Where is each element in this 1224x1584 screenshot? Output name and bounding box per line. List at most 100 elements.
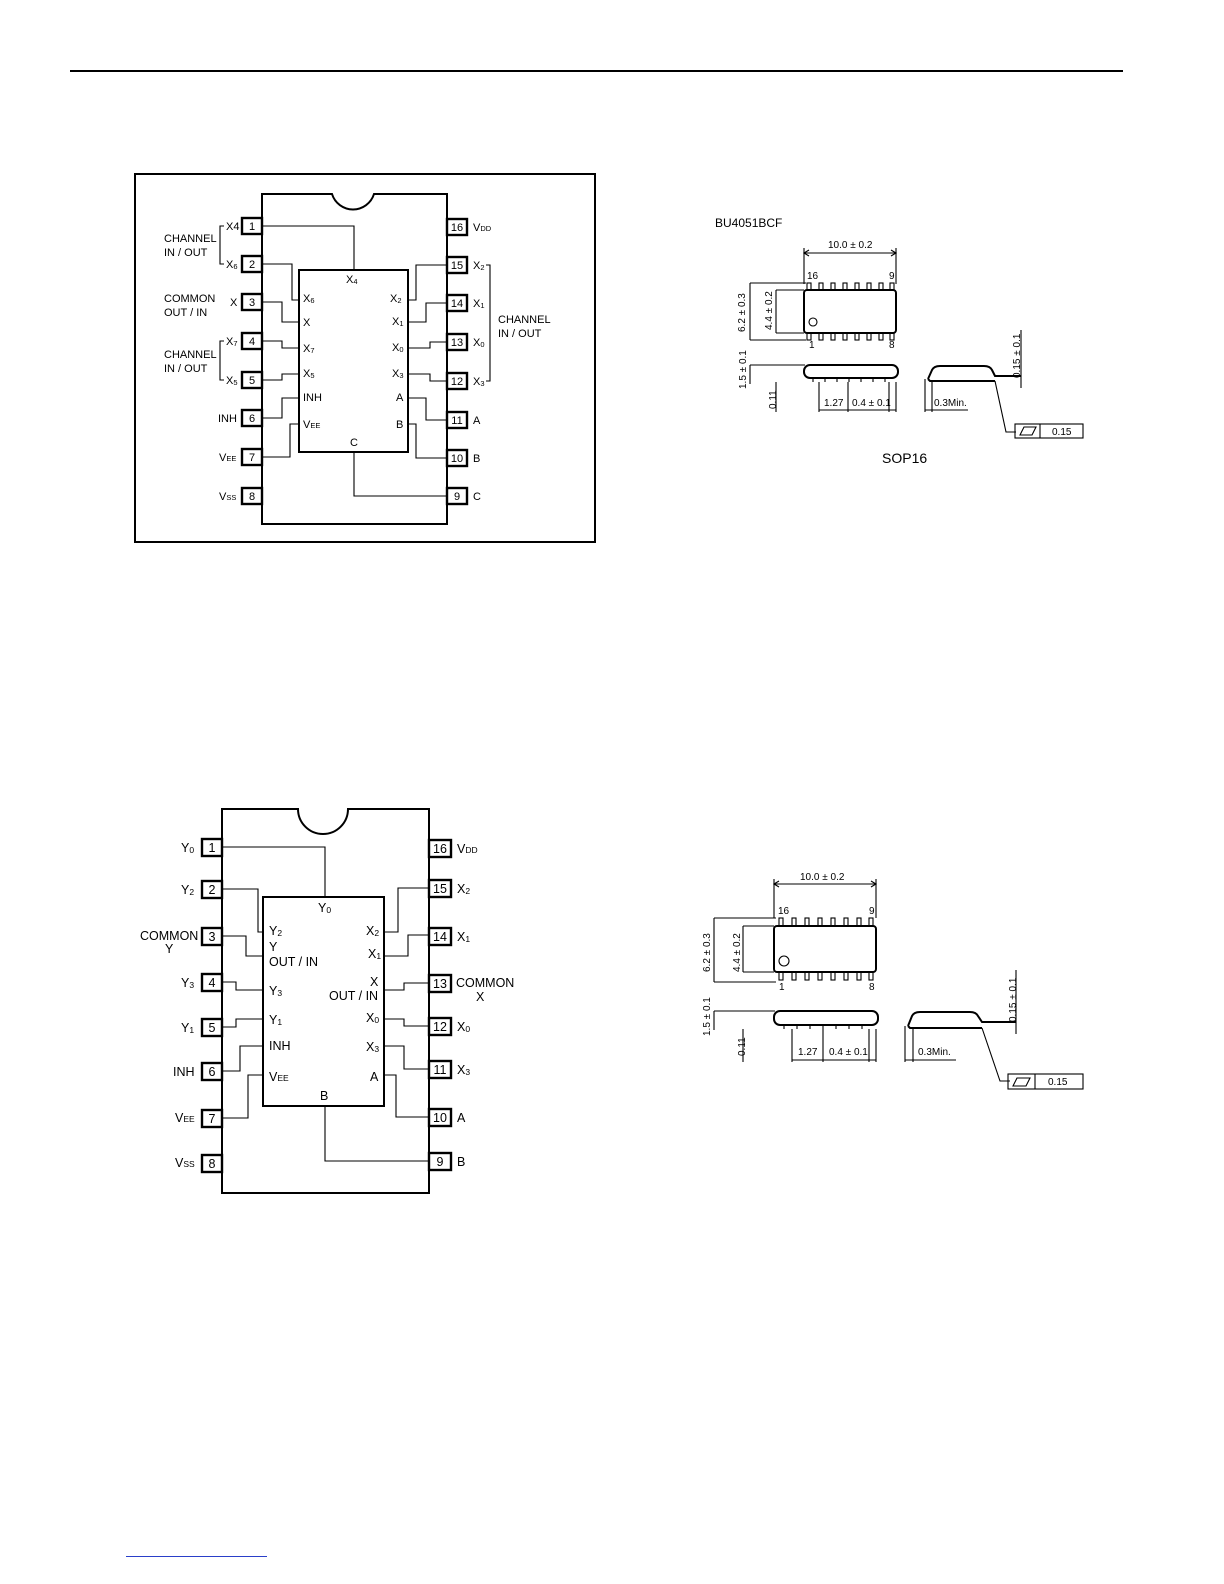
pin-number: 16 [451, 222, 463, 234]
inner-label: A [370, 1070, 379, 1084]
pin-4 [240, 331, 264, 351]
group-label: IN / OUT [498, 328, 542, 340]
side-leads [783, 1025, 863, 1029]
pin-7 [200, 1108, 224, 1129]
pin-number: 9 [454, 491, 460, 503]
group-label: Y [165, 942, 174, 956]
pin-label: X0 [457, 1020, 470, 1034]
pin-6 [240, 408, 264, 428]
inner-label: Y2 [269, 924, 282, 938]
pin-number: 5 [249, 375, 255, 387]
package-end-view [927, 365, 1021, 382]
pin-number: 4 [209, 976, 216, 990]
package-end-view [907, 1011, 1016, 1029]
dim-width-body: 4.4 ± 0.2 [732, 933, 743, 972]
pin-label: VDD [457, 842, 478, 856]
package-drawing-sop16: BU4051BCF 10.0 ± 0.2 16 9 1 8 [715, 216, 1084, 466]
inner-label: X3 [366, 1040, 379, 1054]
pin-label: X0 [473, 337, 485, 349]
part-number: BU4051BCF [715, 216, 782, 230]
dim-standoff: 0.11 [768, 390, 779, 409]
inner-label: VEE [269, 1070, 289, 1084]
pin-label: INH [173, 1065, 195, 1079]
pin-3 [200, 926, 224, 947]
dim-pitch: 1.27 [824, 398, 844, 409]
pin-8 [200, 1153, 224, 1174]
inner-label: Y0 [318, 901, 331, 915]
pin-number: 1 [249, 221, 255, 233]
pin-label: C [473, 491, 481, 503]
pin-label: X7 [226, 336, 238, 348]
group-label: IN / OUT [164, 247, 208, 259]
pin-label: A [473, 415, 481, 427]
outer-labels-right: VDD X2 X1 COMMON X X0 X3 A B [456, 842, 514, 1169]
pin-number: 12 [451, 376, 463, 388]
pin-number: 11 [451, 415, 462, 427]
pin-label: X1 [457, 930, 470, 944]
pin-label: Y2 [181, 883, 194, 897]
inner-label: X [303, 317, 311, 329]
pin-mark: 16 [778, 906, 790, 917]
flatness-box [1014, 423, 1084, 439]
pin-7 [240, 447, 264, 467]
pin-label: VEE [175, 1111, 195, 1125]
pin-label: X1 [473, 298, 485, 310]
footer-link-underline [126, 1556, 267, 1557]
pin-number: 2 [209, 883, 216, 897]
pin-number: 8 [209, 1157, 216, 1171]
pin-number: 3 [249, 297, 255, 309]
pin-10 [427, 1107, 453, 1128]
dim-lead-thickness: 0.15 ± 0.1 [1008, 977, 1019, 1022]
inner-label: INH [269, 1039, 291, 1053]
dim-height: 1.5 ± 0.1 [702, 997, 713, 1036]
pin-number: 6 [249, 413, 255, 425]
pin-4 [200, 972, 224, 993]
pin-number: 7 [249, 452, 255, 464]
pin-15 [445, 255, 469, 275]
pin-mark: 1 [809, 340, 815, 351]
pin-number: 14 [433, 930, 447, 944]
pin-8 [240, 486, 264, 506]
pin-14 [427, 926, 453, 947]
pin-number: 15 [451, 260, 463, 272]
bracket [219, 340, 224, 381]
group-label: CHANNEL [164, 349, 217, 361]
pin-5 [240, 370, 264, 390]
inner-label: B [396, 419, 403, 431]
group-label: CHANNEL [498, 314, 551, 326]
pin-label: X6 [226, 259, 238, 271]
flatness-icon [1019, 426, 1037, 436]
inner-label: B [320, 1089, 328, 1103]
pin-number: 10 [451, 453, 463, 465]
dim-lead-length: 0.3Min. [934, 398, 967, 409]
pin-2 [240, 254, 264, 274]
dim-width-total: 6.2 ± 0.3 [702, 933, 713, 972]
inner-label: X1 [392, 316, 404, 328]
pin-label: Y0 [181, 841, 194, 855]
inner-label: X0 [366, 1011, 379, 1025]
outer-labels-right: VDD X2 X1 X0 X3 A B C [473, 222, 492, 503]
pin-label: Y1 [181, 1021, 194, 1035]
leads-top [778, 917, 874, 927]
bracket [219, 225, 224, 265]
inner-label: C [350, 437, 358, 449]
dim-standoff: 0.11 [737, 1037, 748, 1056]
pin1-marker [808, 317, 818, 327]
flatness-box [1007, 1073, 1084, 1090]
pin-diagram-xy-channel: 1 2 3 4 5 6 7 8 16 15 14 13 12 [140, 808, 514, 1194]
inner-label: X0 [392, 342, 404, 354]
pin-diagram-x-channel: 1 2 3 4 5 6 7 8 16 15 14 13 [134, 173, 596, 543]
package-drawing-2: 10.0 ± 0.2 16 9 1 8 6.2 ± 0.3 4.4 ± 0.2 [702, 872, 1084, 1090]
group-label: X [476, 990, 485, 1004]
package-body-side-view [803, 364, 899, 379]
pin-15 [427, 878, 453, 899]
pin-12 [445, 371, 469, 391]
group-label: IN / OUT [164, 363, 208, 375]
pin-label: INH [218, 413, 237, 425]
pin-label: B [457, 1155, 465, 1169]
pin-9 [427, 1151, 453, 1172]
pin-label: VDD [473, 222, 492, 234]
pin-number: 13 [451, 337, 463, 349]
leader-line [981, 1027, 1010, 1082]
pin-mark: 9 [869, 906, 875, 917]
